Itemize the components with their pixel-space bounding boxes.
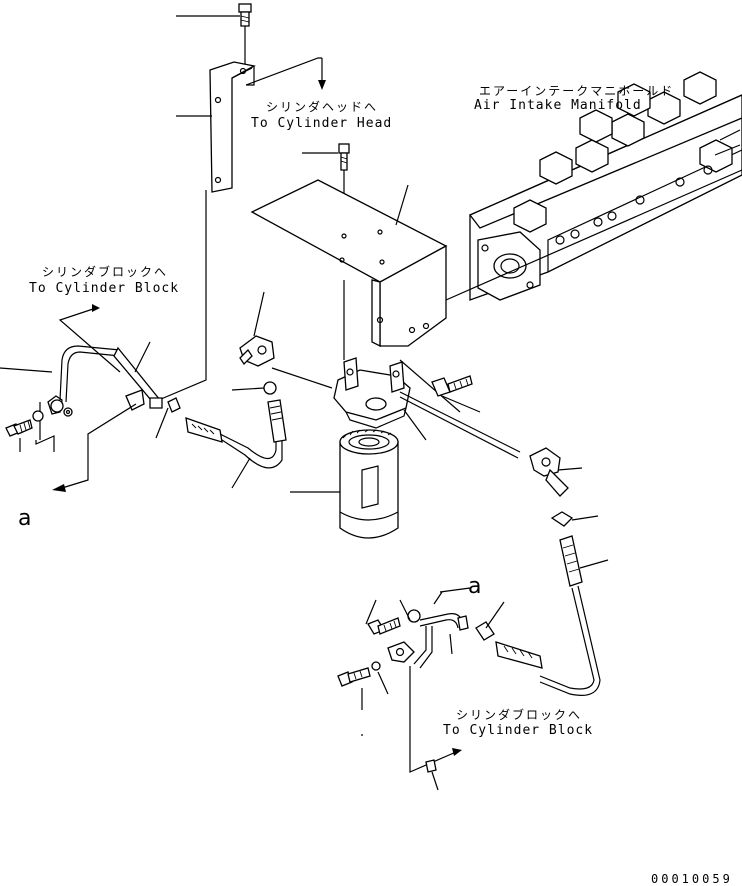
filter-bracket bbox=[250, 143, 742, 360]
reference-a-right: a bbox=[468, 574, 483, 599]
drawing-number: 00010059 bbox=[651, 872, 733, 886]
fitting-upper-left bbox=[239, 291, 275, 367]
air-intake-manifold bbox=[468, 71, 742, 301]
reference-a-left: a bbox=[18, 506, 33, 531]
cylinder-block-right-label-en: To Cylinder Block bbox=[443, 723, 594, 738]
filter-cartridge bbox=[290, 429, 399, 539]
filter-head bbox=[333, 357, 461, 441]
cylinder-head-label-jp: シリンダヘッドへ bbox=[266, 100, 379, 114]
left-hose bbox=[155, 367, 333, 489]
cylinder-block-left-label-jp: シリンダブロックへ bbox=[42, 265, 169, 279]
cylinder-block-right-label-jp: シリンダブロックへ bbox=[456, 708, 583, 722]
manifold-label-en: Air Intake Manifold bbox=[474, 98, 642, 113]
lower-pipe-assembly bbox=[337, 587, 471, 791]
right-line bbox=[399, 375, 583, 497]
cylinder-block-left-label-en: To Cylinder Block bbox=[29, 281, 180, 296]
right-hose bbox=[475, 511, 609, 696]
cylinder-head-label-en: To Cylinder Head bbox=[251, 116, 393, 131]
manifold-label-jp: エアーインテークマニホールド bbox=[479, 84, 675, 98]
upper-bracket bbox=[153, 3, 326, 403]
left-pipe-assembly bbox=[0, 304, 163, 492]
